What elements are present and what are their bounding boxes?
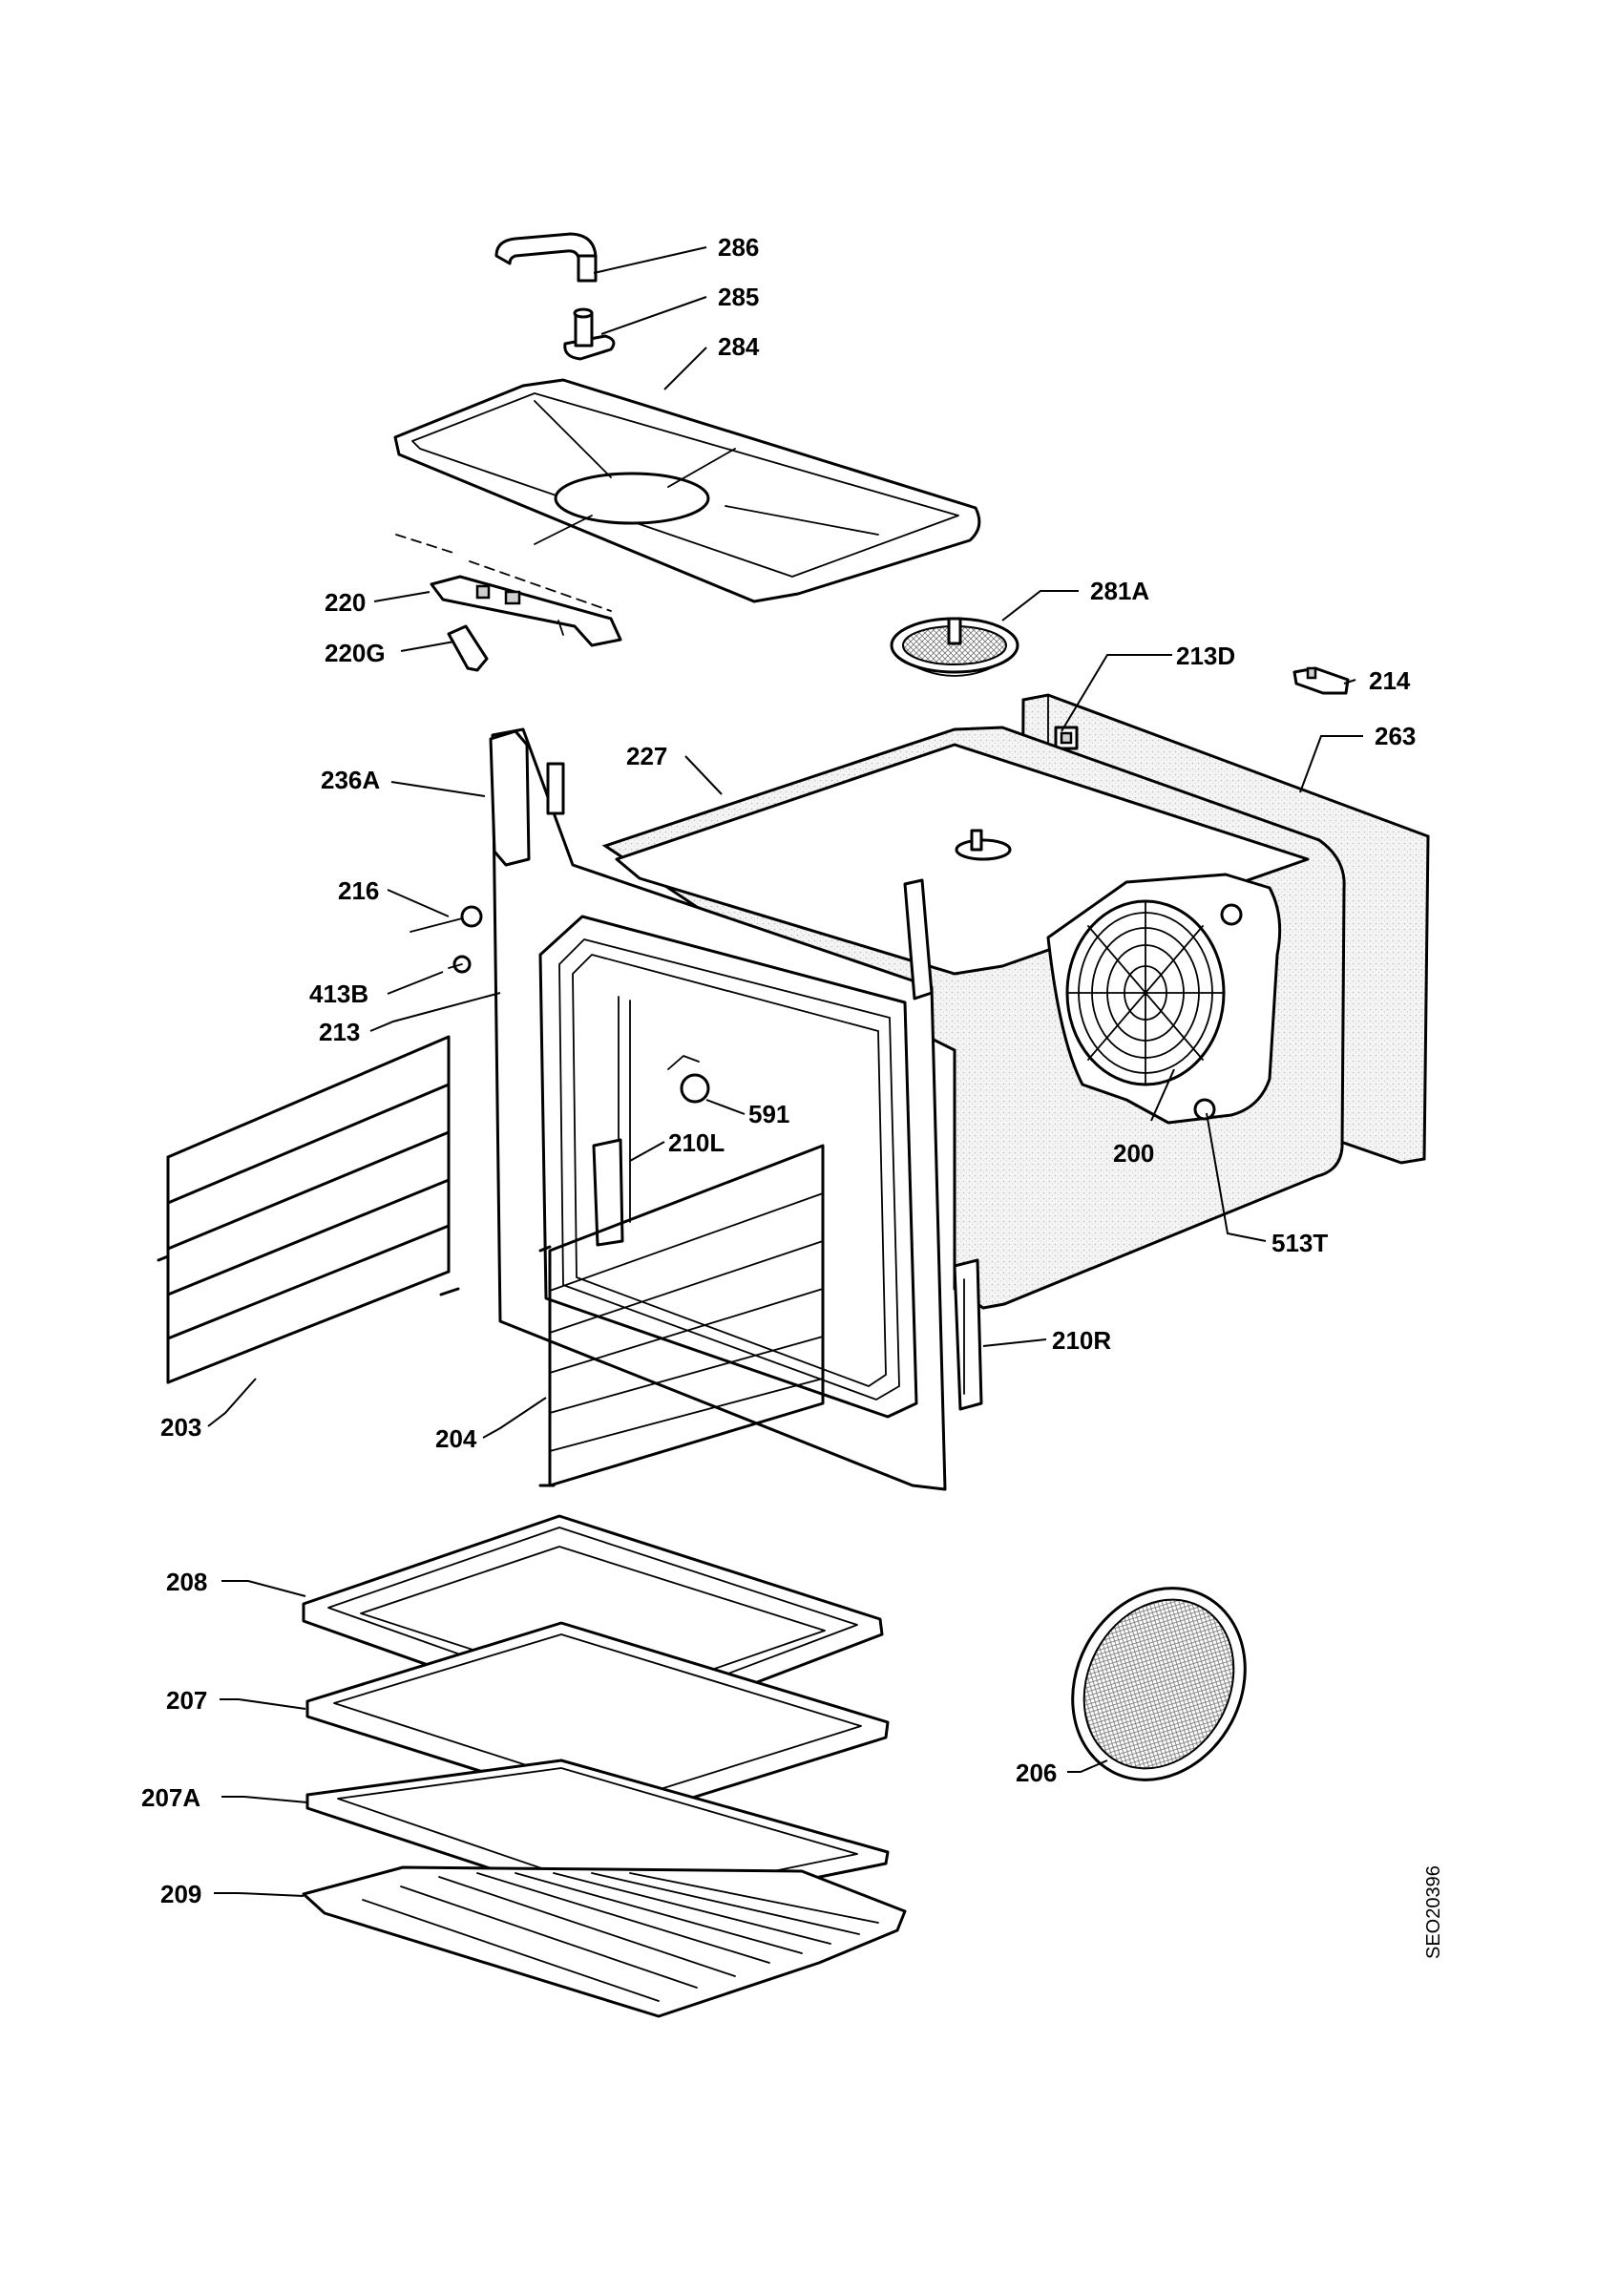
label-513T: 513T bbox=[1271, 1229, 1328, 1257]
part-206-filter bbox=[1071, 1587, 1247, 1781]
label-236A: 236A bbox=[321, 766, 380, 794]
label-220G: 220G bbox=[325, 639, 386, 667]
label-207A: 207A bbox=[141, 1783, 200, 1812]
part-286-pipe bbox=[494, 232, 598, 283]
label-591: 591 bbox=[748, 1100, 789, 1128]
label-208: 208 bbox=[166, 1568, 207, 1596]
label-263: 263 bbox=[1375, 722, 1416, 750]
diagram-code: SEO20396 bbox=[1423, 1865, 1444, 1959]
label-210R: 210R bbox=[1052, 1326, 1111, 1355]
label-207: 207 bbox=[166, 1686, 207, 1715]
label-213: 213 bbox=[319, 1018, 360, 1046]
part-220-bracket bbox=[430, 575, 622, 647]
part-220G-clip bbox=[447, 624, 489, 672]
part-213D-switch bbox=[1054, 726, 1079, 750]
label-413B: 413B bbox=[309, 979, 368, 1008]
label-227: 227 bbox=[626, 742, 667, 770]
label-216: 216 bbox=[338, 876, 379, 905]
part-203-rack bbox=[157, 1035, 460, 1384]
label-206: 206 bbox=[1016, 1759, 1057, 1787]
part-281A-vent bbox=[890, 617, 1019, 677]
part-209-grill-rack bbox=[302, 1865, 907, 2018]
label-285: 285 bbox=[718, 283, 759, 311]
label-204: 204 bbox=[435, 1424, 477, 1453]
label-214: 214 bbox=[1369, 666, 1411, 695]
label-213D: 213D bbox=[1176, 642, 1235, 670]
part-210R-support bbox=[953, 1258, 983, 1411]
label-209: 209 bbox=[160, 1880, 201, 1908]
label-284: 284 bbox=[718, 332, 760, 361]
part-227-cavity bbox=[601, 726, 1346, 1310]
part-204-wire-shelf bbox=[538, 1144, 825, 1487]
label-203: 203 bbox=[160, 1413, 201, 1442]
part-284-top-cover bbox=[393, 378, 981, 603]
label-200: 200 bbox=[1113, 1139, 1154, 1168]
label-281A: 281A bbox=[1090, 577, 1149, 605]
leader-lines bbox=[207, 246, 1363, 1897]
part-214-connector bbox=[1292, 666, 1350, 695]
part-285-flange bbox=[563, 307, 616, 361]
part-labels: 286 285 284 220 220G 281A 213D 214 263 2… bbox=[141, 233, 1444, 1959]
label-286: 286 bbox=[718, 233, 759, 262]
label-210L: 210L bbox=[668, 1128, 725, 1157]
label-220: 220 bbox=[325, 588, 366, 617]
